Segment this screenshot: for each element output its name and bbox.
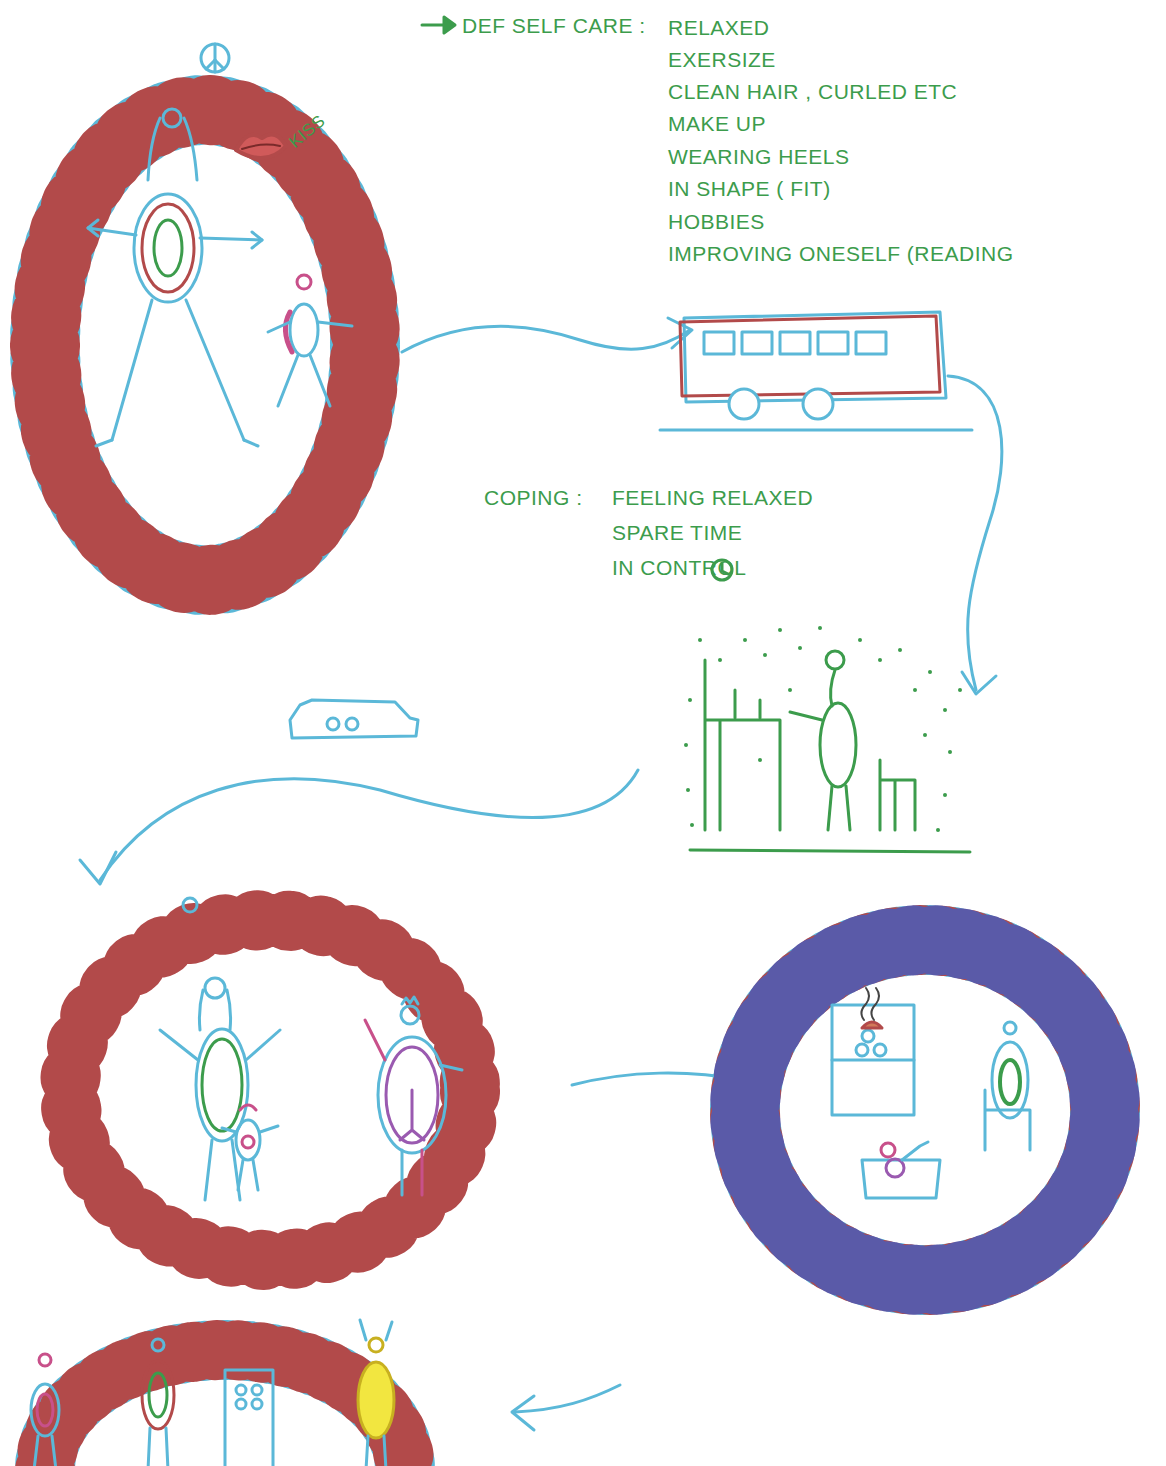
handwritten-note: CLEAN HAIR , CURLED ETC [668, 81, 957, 102]
handwritten-note: SPARE TIME [612, 522, 742, 543]
child-figure [268, 275, 352, 406]
bus-drawing [660, 312, 972, 430]
handwritten-note: COPING : [484, 487, 583, 508]
glow-rays [45, 1350, 405, 1466]
group-figures [31, 1320, 394, 1466]
handwritten-note: EXERSIZE [668, 49, 776, 70]
header-arrow [422, 17, 455, 33]
desk-scene [684, 626, 970, 852]
glow-rays [745, 940, 1105, 1280]
handwritten-note: IN SHAPE ( FIT) [668, 178, 831, 199]
kiss-lips [236, 134, 286, 158]
flow-arrow [512, 1385, 620, 1430]
handwritten-note: RELAXED [668, 17, 770, 38]
child-figure [222, 1105, 278, 1190]
mother-figure [160, 978, 280, 1200]
handwritten-note: DEF SELF CARE : [462, 15, 646, 36]
father-figure [365, 997, 462, 1195]
handwritten-note: WEARING HEELS [668, 146, 850, 167]
peace-symbol [201, 44, 229, 72]
flow-arrow [948, 376, 1002, 694]
car-drawing [290, 700, 418, 738]
handwritten-note: IN CONTROL [612, 557, 747, 578]
kitchen-scene [832, 988, 1030, 1198]
handwritten-note: IMPROVING ONESELF (READING [668, 243, 1014, 264]
flow-arrow [80, 770, 638, 884]
glow-rays [70, 920, 470, 1260]
flow-arrow [402, 318, 692, 352]
woman-figure [88, 109, 262, 446]
handwritten-note: MAKE UP [668, 113, 766, 134]
handwritten-note: HOBBIES [668, 211, 765, 232]
glow-rays [45, 110, 365, 580]
clock-symbol [183, 898, 197, 912]
handwritten-note: FEELING RELAXED [612, 487, 813, 508]
